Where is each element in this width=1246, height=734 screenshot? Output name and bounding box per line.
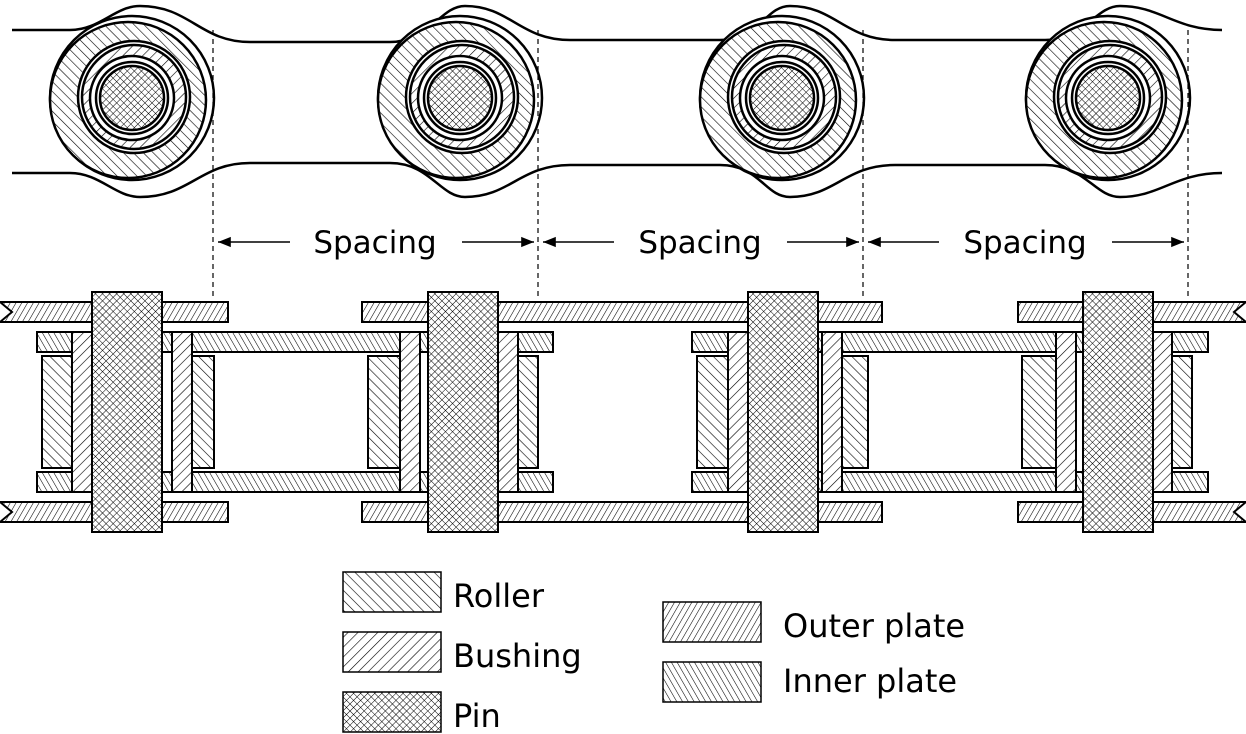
pin: [427, 291, 499, 533]
pin: [1074, 64, 1142, 132]
bushing: [71, 331, 93, 493]
pitch-guide-lines: [212, 30, 1189, 300]
legend: [342, 571, 762, 733]
bushing: [1151, 331, 1173, 493]
legend-label-pin: Pin: [453, 697, 501, 734]
roller-assembly: [698, 14, 866, 182]
bushing: [1055, 331, 1077, 493]
pins: [91, 291, 1154, 533]
inner-plate: [36, 471, 554, 493]
legend-label-bushing: Bushing: [453, 637, 582, 675]
legend-label-inner-plate: Inner plate: [783, 662, 957, 700]
pin: [1082, 291, 1154, 533]
legend-label-roller: Roller: [453, 577, 545, 615]
roller: [517, 355, 539, 469]
pin: [748, 64, 816, 132]
roller-assembly: [376, 14, 544, 182]
roller-assembly: [48, 14, 216, 182]
plate-outline-top: [12, 4, 1223, 44]
roller-assembly: [1024, 14, 1192, 182]
plate-outline-bottom: [12, 161, 1223, 199]
legend-swatch-pin: [342, 691, 442, 733]
bushings: [71, 331, 1173, 493]
spacing-label-1: Spacing: [313, 225, 436, 261]
bushing: [821, 331, 843, 493]
bushing: [497, 331, 519, 493]
pin: [91, 291, 163, 533]
pin: [747, 291, 819, 533]
spacing-label-2: Spacing: [638, 225, 761, 261]
rollers: [41, 355, 1193, 469]
legend-swatch-roller: [342, 571, 442, 613]
legend-swatch-bushing: [342, 631, 442, 673]
bushing: [727, 331, 749, 493]
roller-assemblies-top: [48, 14, 1192, 182]
legend-swatch-inner-plate: [662, 661, 762, 703]
roller: [841, 355, 869, 469]
chain-section-view: [0, 291, 1246, 533]
inner-plate: [36, 331, 554, 353]
roller: [696, 355, 729, 469]
legend-label-outer-plate: Outer plate: [783, 607, 965, 645]
roller: [367, 355, 401, 469]
spacing-label-3: Spacing: [963, 225, 1086, 261]
legend-swatch-outer-plate: [662, 601, 762, 643]
roller: [41, 355, 73, 469]
roller: [1171, 355, 1193, 469]
inner-plates: [36, 331, 1209, 493]
pin: [98, 64, 166, 132]
bushing: [399, 331, 421, 493]
roller: [191, 355, 215, 469]
roller: [1021, 355, 1057, 469]
pin: [426, 64, 494, 132]
bushing: [171, 331, 193, 493]
